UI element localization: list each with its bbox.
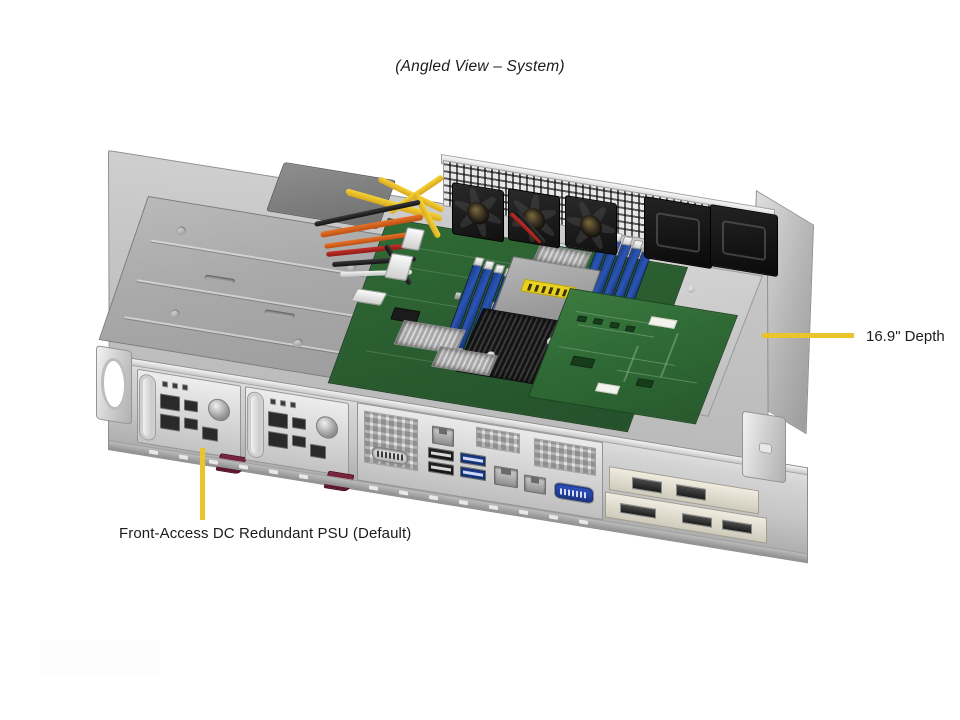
callout-label-depth: 16.9" Depth xyxy=(866,328,945,345)
ipmi-lan-port[interactable] xyxy=(432,425,454,448)
rear-rack-ear xyxy=(742,410,786,484)
usb2-port-2[interactable] xyxy=(428,460,454,477)
system-fan-3 xyxy=(565,195,617,256)
psu-module-1[interactable] xyxy=(137,368,247,475)
fan-module-5 xyxy=(710,204,778,278)
server-chassis-illustration xyxy=(88,148,814,564)
page-watermark xyxy=(40,640,160,676)
callout-leader-depth xyxy=(762,333,854,338)
callout-label-psu: Front-Access DC Redundant PSU (Default) xyxy=(119,525,412,542)
psu-dc-connector-1 xyxy=(208,397,230,423)
front-ear-handle-loop[interactable] xyxy=(101,355,127,413)
front-rack-ear xyxy=(96,345,132,425)
usb3-port-1[interactable] xyxy=(460,452,486,468)
lan-port-1[interactable] xyxy=(494,465,518,489)
callout-leader-psu xyxy=(200,448,205,520)
figure-title: (Angled View – System) xyxy=(395,58,565,75)
usb3-port-2[interactable] xyxy=(460,466,486,482)
system-fan-1 xyxy=(452,182,504,243)
lan-port-2[interactable] xyxy=(524,474,546,495)
psu-handle-1[interactable] xyxy=(140,374,155,441)
io-vent-grid-3 xyxy=(534,437,596,477)
usb2-port-1[interactable] xyxy=(428,446,454,463)
psu-module-2[interactable] xyxy=(245,386,355,493)
rear-ear-mount-hole xyxy=(759,442,772,455)
psu-dc-connector-2 xyxy=(316,414,338,441)
io-vent-grid-2 xyxy=(476,426,520,454)
vga-port[interactable] xyxy=(554,481,594,505)
psu-handle-2[interactable] xyxy=(248,391,263,459)
fan-module-4 xyxy=(644,196,712,270)
